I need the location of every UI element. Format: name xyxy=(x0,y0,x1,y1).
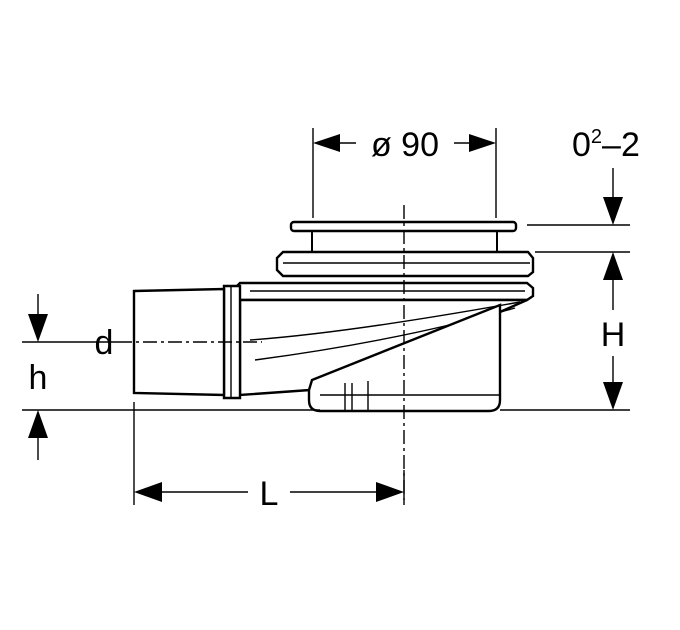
arrow-right xyxy=(469,134,496,152)
height-adjust-base: 0 xyxy=(572,126,591,164)
pipe-diameter-label: d xyxy=(95,324,114,362)
pipe-height-label: h xyxy=(29,359,48,397)
arrow-left xyxy=(313,134,340,152)
height-adjust-sup: 2 xyxy=(591,126,602,148)
arrow-right xyxy=(376,482,404,502)
arrow-down xyxy=(603,197,623,225)
collar-ring xyxy=(275,250,535,278)
diameter-label: ø 90 xyxy=(371,126,439,164)
arrow-left xyxy=(134,482,162,502)
diameter-dimension: ø 90 xyxy=(313,126,496,164)
height-adjust-label: 02–2 xyxy=(572,126,640,164)
length-label: L xyxy=(260,475,279,513)
arrow-up xyxy=(28,410,48,438)
arrow-up xyxy=(603,252,623,280)
height-adjust-rest: –2 xyxy=(602,126,640,164)
length-dimension: L xyxy=(134,475,404,513)
arrow-down xyxy=(28,314,48,342)
arrow-down xyxy=(603,382,623,410)
pipe-dimension: d h xyxy=(28,294,113,460)
height-adjust-dimension: 02–2 xyxy=(572,126,640,225)
height-label: H xyxy=(601,316,626,354)
height-dimension: H xyxy=(601,252,626,410)
grate-neck xyxy=(311,231,498,252)
drain-body xyxy=(132,220,535,413)
